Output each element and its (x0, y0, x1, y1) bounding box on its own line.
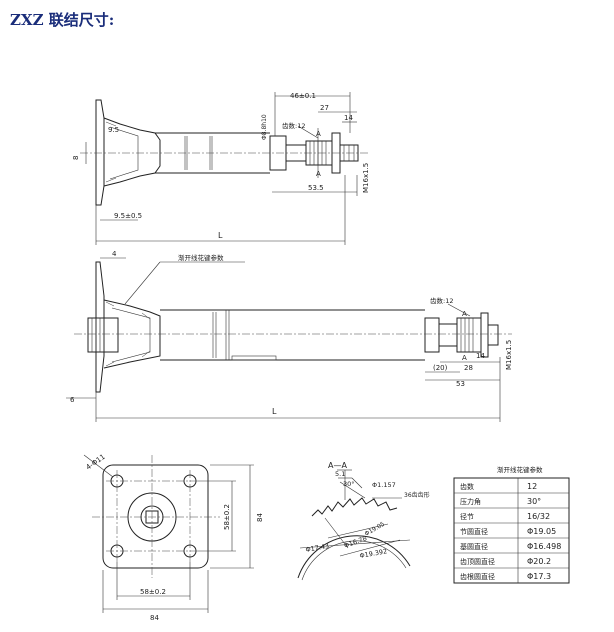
view2-spline-note: 渐开线花键参数 (178, 253, 224, 262)
spline-row-7-label: 齿根圆直径 (460, 572, 495, 581)
view3-drawing (83, 454, 254, 613)
view2-section-a-top: A (462, 310, 467, 318)
spline-row-3-label: 径节 (460, 512, 474, 521)
view3-hole-note: 4-Φ11 (85, 453, 107, 472)
view1-dim-14: 14 (344, 114, 353, 122)
spline-row-5-label: 基圆直径 (460, 542, 488, 551)
view2-section-a-bottom: A (462, 354, 467, 362)
view1-thread: M16x1.5 (362, 163, 370, 193)
spline-row-4-label: 节圆直径 (460, 527, 488, 536)
view1-dim-phi: Φ8.8h10 (261, 114, 268, 140)
view1-dim-9-5b: 9.5±0.5 (114, 212, 142, 220)
section-aa-drawing (297, 469, 411, 581)
view3-dim-84-h: 84 (150, 614, 159, 622)
section-d3: Φ19.05 (364, 521, 387, 538)
section-angle: 30° (343, 480, 355, 488)
spline-row-4-value: Φ19.05 (527, 527, 556, 536)
spline-table (453, 477, 570, 584)
spline-row-1-value: 12 (527, 482, 537, 491)
view2-dim-14: 14 (476, 352, 485, 360)
view3-dim-58-h: 58±0.2 (140, 588, 166, 596)
view2-dim-l: L (272, 407, 277, 416)
view1-dim-27: 27 (320, 104, 329, 112)
section-dim-5-1: 5.1 (335, 470, 345, 478)
view2-dim-53: 53 (456, 380, 465, 388)
view1-section-a-top: A (316, 130, 321, 138)
view1-dim-46: 46±0.1 (290, 92, 316, 100)
spline-row-6-label: 齿顶圆直径 (460, 557, 495, 566)
view1-dim-l: L (218, 231, 223, 240)
view1-dim-8: 8 (72, 156, 80, 160)
view2-thread: M16x1.5 (505, 340, 513, 370)
view2-drawing (66, 257, 512, 422)
view1-drawing (80, 92, 370, 245)
spline-row-3-value: 16/32 (527, 512, 550, 521)
view2-dim-6: 6 (70, 396, 75, 404)
spline-row-6-value: Φ20.2 (527, 557, 551, 566)
view2-teeth-note: 齿数:12 (430, 296, 453, 305)
spline-row-2-value: 30° (527, 497, 541, 506)
view2-dim-28: 28 (464, 364, 473, 372)
page-title: ZXZ 联结尺寸: (10, 11, 115, 29)
section-label: A—A (328, 461, 347, 470)
view1-dim-9-5: 9.5 (108, 126, 119, 134)
view2-dim-4: 4 (112, 250, 117, 258)
view1-section-a-bottom: A (316, 170, 321, 178)
section-phi-1-157: Φ1.157 (372, 481, 396, 489)
spline-row-1-label: 齿数 (460, 482, 474, 491)
section-d1: Φ17.43 (305, 542, 330, 554)
view1-teeth-note: 齿数:12 (282, 121, 305, 130)
view3-dim-84-v: 84 (256, 513, 264, 522)
section-d4: Φ19.392 (359, 547, 388, 560)
view2-dim-20: (20) (433, 364, 448, 372)
spline-row-2-label: 压力角 (460, 497, 481, 506)
spline-row-7-value: Φ17.3 (527, 572, 551, 581)
view1-dim-53-5: 53.5 (308, 184, 324, 192)
section-teeth36: 36齿齿形 (404, 491, 430, 499)
view3-dim-58-v: 58±0.2 (223, 504, 231, 530)
spline-row-5-value: Φ16.498 (527, 542, 561, 551)
spline-table-title: 渐开线花键参数 (497, 465, 543, 474)
